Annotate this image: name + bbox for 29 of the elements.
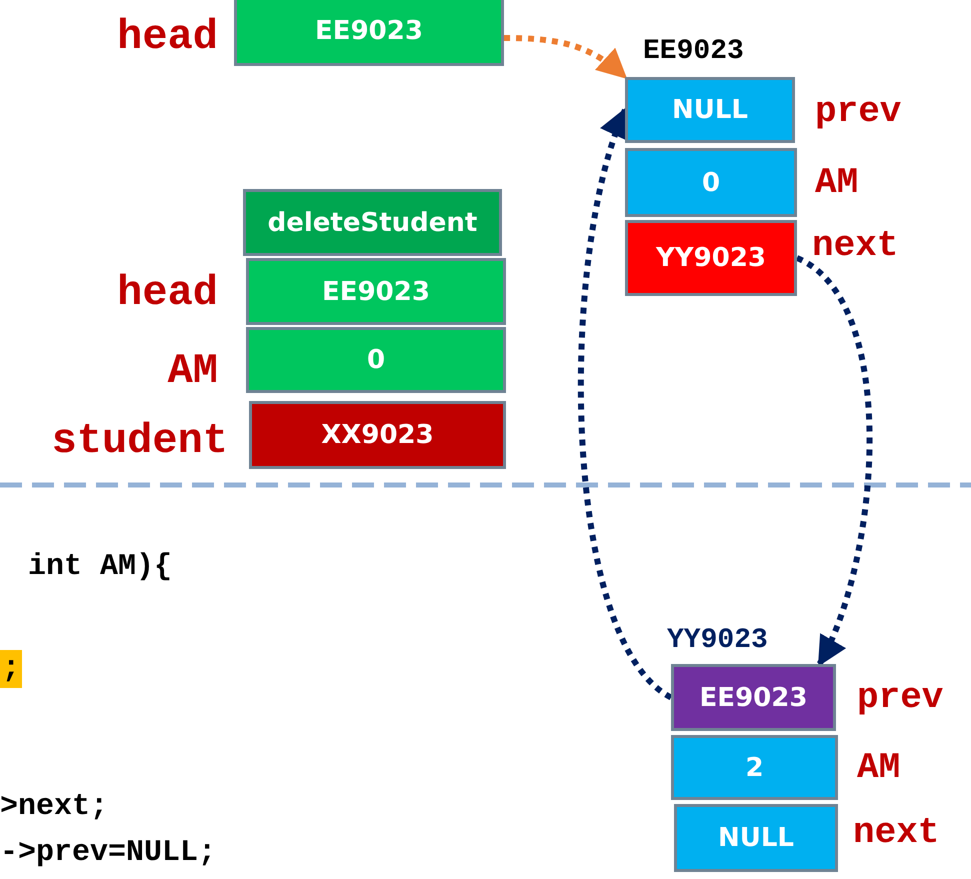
value-cell: YY9023 [625,220,797,296]
variable-name: AM [168,350,218,392]
arrow [795,255,872,667]
code-line: int AM){ [27,552,172,582]
field-name: next [812,228,898,264]
field-name: next [853,815,940,851]
code-line: >next; [0,792,108,822]
variable-name: head [117,272,218,314]
code-line: ->prev=NULL; [0,838,216,868]
variable-name: head [117,16,218,58]
function-header: deleteStudent [243,189,502,256]
arrow [578,107,673,700]
variable-name: student [52,420,228,462]
field-name: AM [815,165,858,201]
value-cell: NULL [674,804,838,872]
field-name: prev [857,680,944,716]
value-cell: EE9023 [246,258,506,325]
arrow [504,35,628,80]
value-cell: 0 [246,327,506,393]
address-label: EE9023 [643,38,744,66]
field-name: prev [815,94,902,130]
value-cell: 0 [625,148,797,217]
value-cell: EE9023 [234,0,504,66]
value-cell: 2 [671,735,838,800]
value-cell: EE9023 [671,664,836,731]
value-cell: NULL [625,77,795,143]
address-label: YY9023 [667,627,768,655]
value-cell: XX9023 [249,401,506,469]
field-name: AM [857,750,900,786]
